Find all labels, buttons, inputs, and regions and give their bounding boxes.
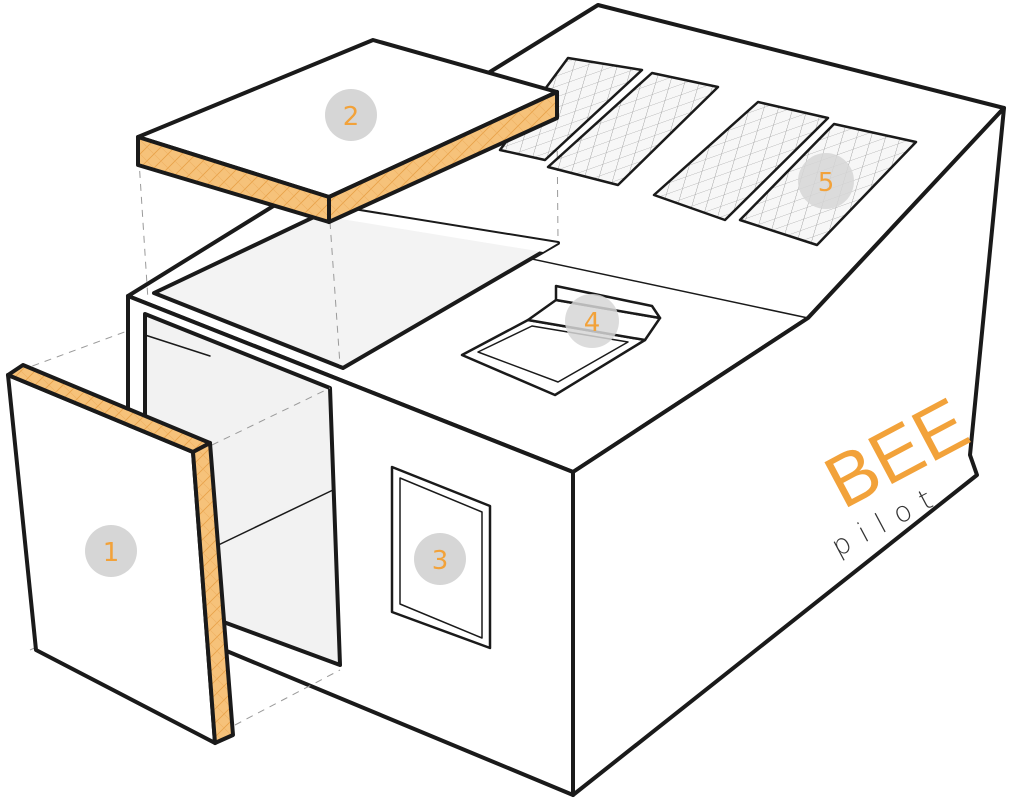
solar-panel [652,100,830,222]
solar-panel [546,71,720,187]
callout-label: 4 [584,308,601,338]
callout-badge [414,533,466,585]
callout-label: 2 [343,102,360,132]
window [390,465,492,650]
callout-badge [565,294,619,348]
callout-5: 5 [798,153,854,209]
callout-badge [798,153,854,209]
callout-2: 2 [325,89,377,141]
solar-panels [498,56,918,247]
callout-label: 5 [818,168,835,198]
callout-label: 1 [103,538,120,568]
callout-3: 3 [414,533,466,585]
callout-label: 3 [432,546,449,576]
callout-1: 1 [85,525,137,577]
callout-badge [85,525,137,577]
callout-badge [325,89,377,141]
callout-4: 4 [565,294,619,348]
